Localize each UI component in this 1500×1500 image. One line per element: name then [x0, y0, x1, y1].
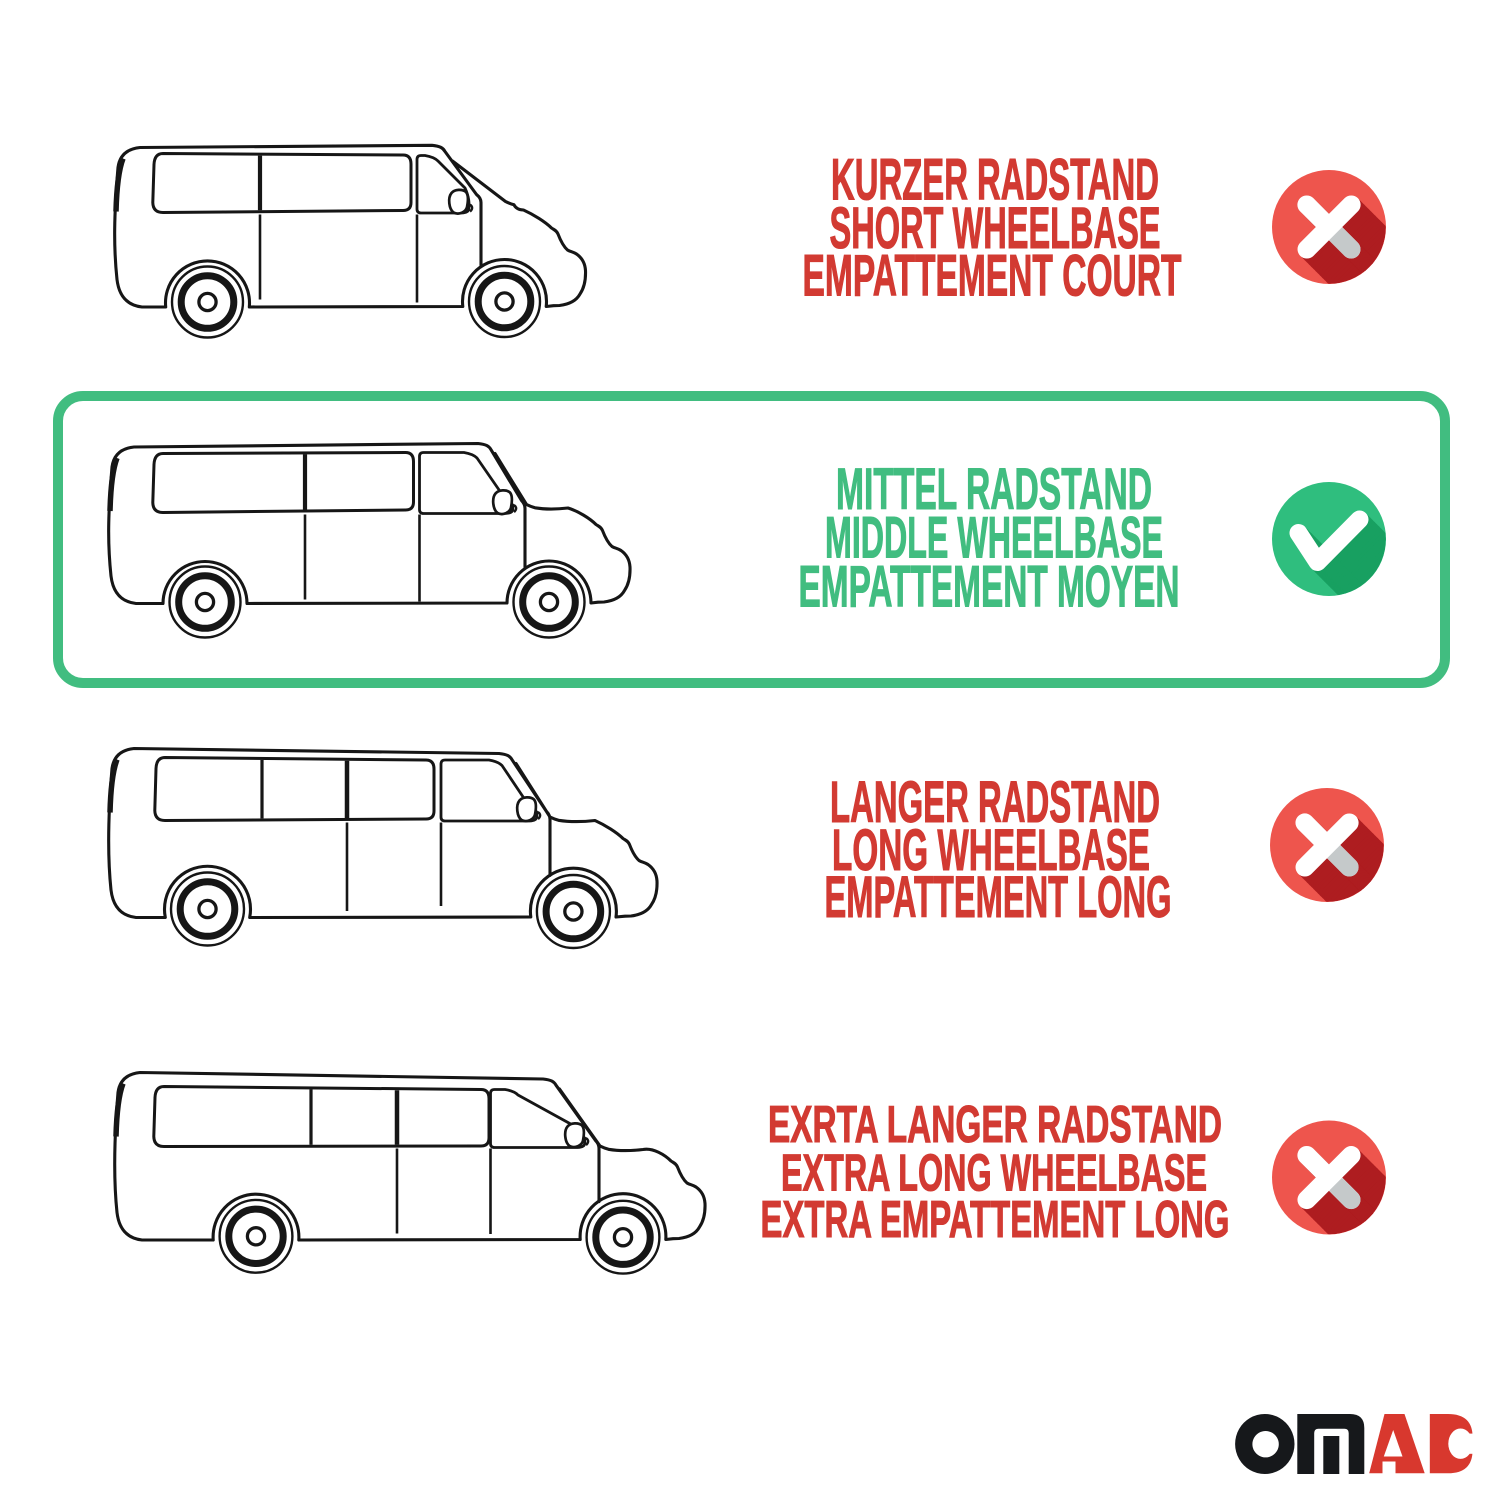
svg-text:KURZER RADSTAND: KURZER RADSTAND	[831, 148, 1159, 213]
svg-text:EXRTA LANGER RADSTAND: EXRTA LANGER RADSTAND	[768, 1096, 1222, 1154]
svg-text:EMPATTEMENT LONG: EMPATTEMENT LONG	[825, 865, 1172, 930]
svg-text:EXTRA LONG WHEELBASE: EXTRA LONG WHEELBASE	[781, 1145, 1207, 1203]
svg-text:MIDDLE WHEELBASE: MIDDLE WHEELBASE	[825, 506, 1163, 571]
svg-text:LONG WHEELBASE: LONG WHEELBASE	[832, 818, 1150, 883]
svg-text:SHORT WHEELBASE: SHORT WHEELBASE	[830, 196, 1161, 261]
svg-text:EXTRA EMPATTEMENT LONG: EXTRA EMPATTEMENT LONG	[761, 1191, 1230, 1249]
svg-text:LANGER RADSTAND: LANGER RADSTAND	[830, 770, 1160, 835]
svg-text:EMPATTEMENT MOYEN: EMPATTEMENT MOYEN	[799, 555, 1180, 620]
svg-text:EMPATTEMENT COURT: EMPATTEMENT COURT	[803, 244, 1182, 309]
svg-text:MITTEL RADSTAND: MITTEL RADSTAND	[836, 457, 1152, 522]
